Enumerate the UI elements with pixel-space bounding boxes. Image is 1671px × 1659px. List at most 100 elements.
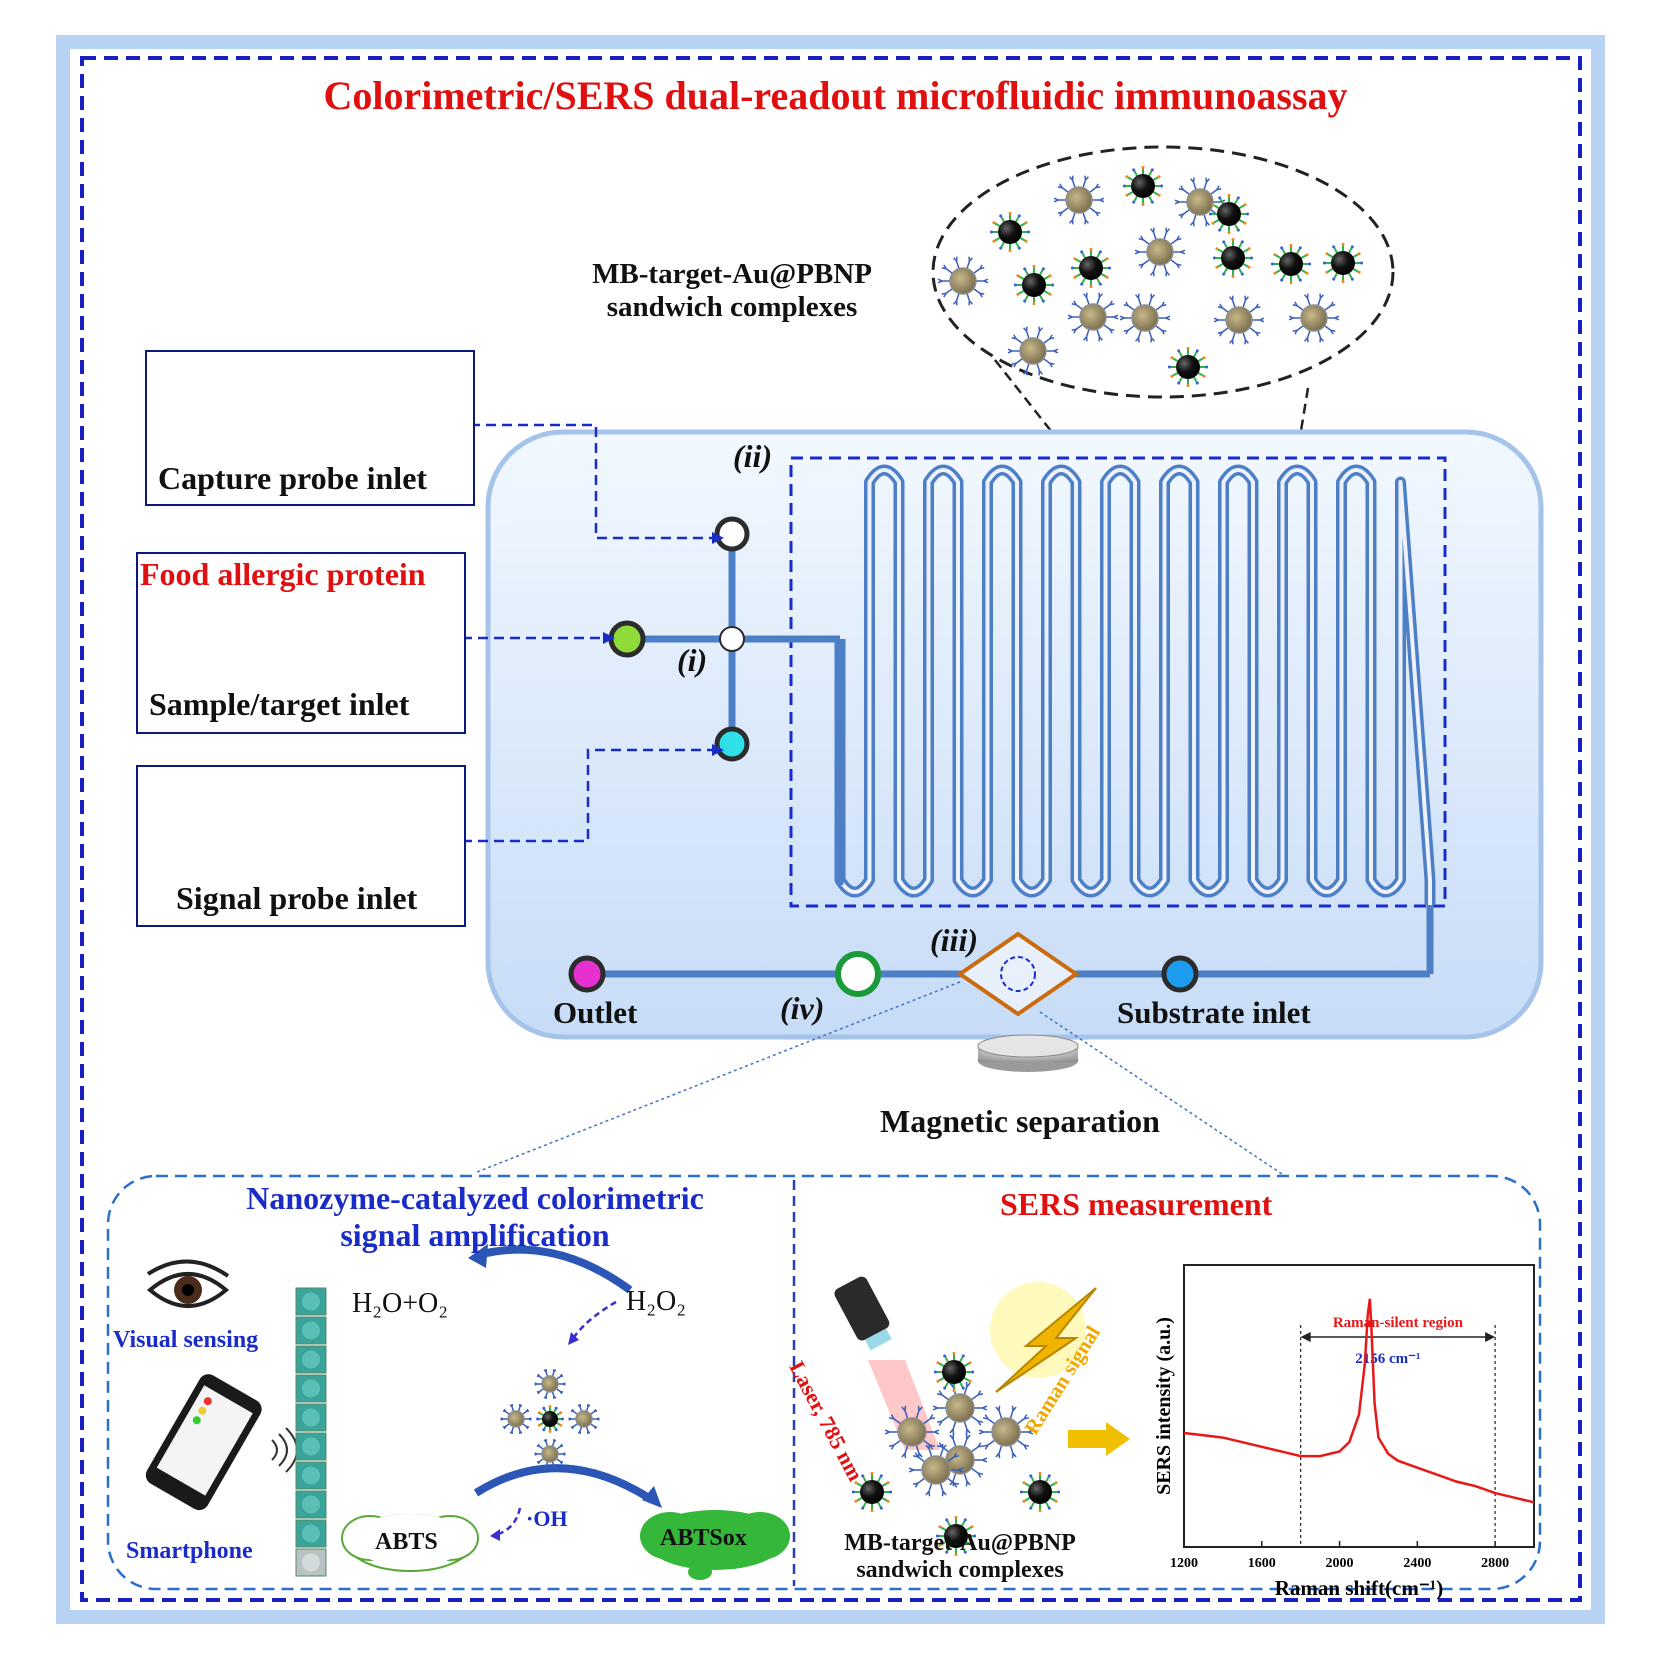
capture-inlet-label: Capture probe inlet (158, 460, 428, 496)
signal-probe-particle (1007, 326, 1059, 376)
mixing-junction (719, 626, 745, 652)
capture-bead-particle (1270, 243, 1312, 285)
signal-probe-particle (1174, 177, 1226, 227)
signal-probe-particle (1213, 295, 1265, 345)
well (295, 1461, 327, 1490)
signal-probe-particle (884, 1405, 940, 1459)
sandwich-complexes-cluster (937, 165, 1364, 388)
signal-inlet-port (714, 726, 750, 762)
capture-bead-particle (1070, 247, 1112, 289)
well (295, 1432, 327, 1461)
cycle-arrow-top (476, 1245, 633, 1294)
signal-inlet-label: Signal probe inlet (176, 880, 418, 916)
substrate-inlet-label: Substrate inlet (1117, 995, 1311, 1030)
well (295, 1490, 327, 1519)
label-iv: (iv) (780, 990, 825, 1026)
food-protein-heading: Food allergic protein (140, 556, 426, 592)
x-tick-label: 2400 (1403, 1556, 1431, 1571)
signal-probe-particle (978, 1405, 1034, 1459)
h2o2-label: H₂O₂ (626, 1286, 686, 1317)
sers-complex-icon (851, 1351, 1061, 1557)
inlet-connectors (462, 423, 712, 843)
magnet (977, 1034, 1079, 1058)
lightning-icon (990, 1282, 1097, 1393)
y-axis-label: SERS intensity (a.u.) (1153, 1317, 1175, 1495)
sample-box (136, 552, 466, 734)
label-i: (i) (677, 642, 708, 678)
abts-label: ABTS (375, 1529, 438, 1555)
spectrum-line (1183, 1298, 1535, 1504)
label-ii: (ii) (733, 438, 773, 474)
eye-icon (146, 1259, 230, 1308)
outer-glow (56, 35, 1605, 1624)
capture-bead-particle (1322, 242, 1364, 284)
x-axis-label: Raman shift(cm⁻¹) (1275, 1576, 1443, 1600)
magnet-label: Magnetic separation (880, 1103, 1160, 1139)
abts-cloud (341, 1514, 479, 1572)
mixing-region-box (789, 456, 1447, 908)
abts-ox-label: ABTSox (660, 1525, 747, 1551)
yellow-arrow-icon (1068, 1422, 1130, 1456)
sample-inlet-label: Sample/target inlet (149, 686, 410, 722)
oh-radical-label: ·OH (526, 1506, 568, 1531)
well (295, 1345, 327, 1374)
bottom-panel (106, 1174, 1542, 1591)
signal-probe-particle (932, 1381, 988, 1435)
substrate-inlet-port (1161, 955, 1199, 993)
x-tick-label: 2800 (1481, 1556, 1509, 1571)
separation-chamber (956, 931, 1080, 1017)
capture-probe-box (145, 350, 475, 506)
colorimetric-title: Nanozyme-catalyzed colorimetric signal a… (246, 1180, 704, 1253)
capture-bead-particle (1019, 1471, 1061, 1513)
signal-probe-particle (1119, 293, 1171, 343)
signal-probe-particle (1053, 175, 1105, 225)
capture-bead-particle (935, 1515, 977, 1557)
capture-bead-particle (1013, 264, 1055, 306)
well (295, 1403, 327, 1432)
capture-bead-particle (1212, 237, 1254, 279)
capture-bead-particle (1208, 193, 1250, 235)
signal-probe-particle (937, 256, 989, 306)
nanozyme-complex-icon (500, 1368, 600, 1470)
region-label: Raman-silent region (1333, 1315, 1464, 1331)
x-tick-label: 2000 (1326, 1556, 1354, 1571)
capture-bead-particle (989, 211, 1031, 253)
well-strip (295, 1287, 327, 1577)
smartphone-icon (145, 1374, 298, 1511)
capture-inlet-port (714, 516, 750, 552)
cycle-arrow-bottom (473, 1464, 655, 1504)
abts-ox-cloud (640, 1510, 790, 1580)
well (295, 1374, 327, 1403)
capture-bead-particle (933, 1351, 975, 1393)
outlet-port (568, 955, 606, 993)
zoom-ellipse (931, 145, 1395, 399)
figure-title: Colorimetric/SERS dual-readout microflui… (323, 73, 1348, 118)
outlet-label: Outlet (553, 995, 638, 1030)
x-tick-label: 1600 (1248, 1556, 1276, 1571)
well (295, 1316, 327, 1345)
x-tick-label: 1200 (1170, 1556, 1198, 1571)
sample-inlet-port (608, 620, 646, 658)
signal-probe-particle (1288, 293, 1340, 343)
detection-port (835, 951, 881, 997)
capture-bead-particle (1167, 346, 1209, 388)
well (295, 1519, 327, 1548)
well (295, 1548, 327, 1577)
zoom-label: MB-target-Au@PBNP sandwich complexes (592, 258, 872, 323)
signal-probe-particle (1067, 292, 1119, 342)
signal-probe-box (136, 765, 466, 927)
h2o-o2-label: H₂O+O₂ (352, 1288, 448, 1319)
capture-bead-particle (1122, 165, 1164, 207)
well (295, 1287, 327, 1316)
label-iii: (iii) (930, 922, 978, 958)
sers-complex-label: MB-target-Au@PBNP sandwich complexes (844, 1530, 1076, 1583)
visual-sensing-label: Visual sensing (113, 1327, 259, 1353)
signal-probe-particle (1134, 227, 1186, 277)
signal-probe-particle (908, 1443, 964, 1497)
outer-dashed-frame (80, 56, 1582, 1602)
capture-bead-particle (851, 1471, 893, 1513)
smartphone-label: Smartphone (126, 1538, 253, 1564)
sers-title: SERS measurement (1000, 1186, 1273, 1222)
